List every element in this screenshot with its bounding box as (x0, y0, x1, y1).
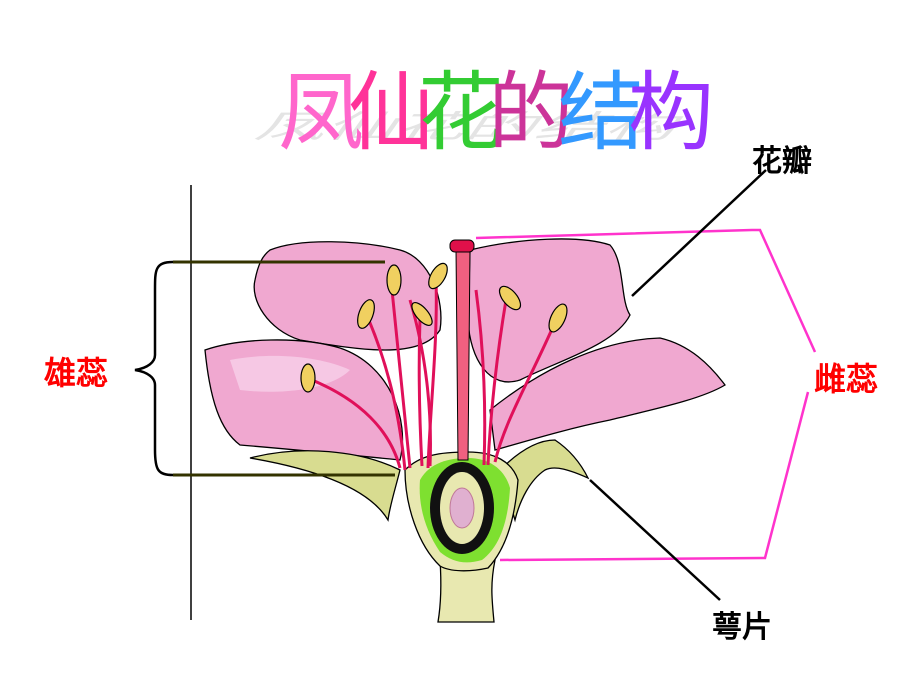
petal-upper-right (467, 238, 631, 383)
flower-stalk (437, 559, 496, 623)
title-char: 构 (628, 63, 714, 163)
stamen-bracket (134, 260, 395, 477)
ovule (449, 487, 475, 529)
filaments (311, 279, 558, 471)
pistil-style (455, 247, 471, 461)
sepal-left (249, 450, 401, 522)
label-petal: 花瓣 (752, 144, 812, 179)
title-char: 仙 (348, 63, 434, 163)
label-stamen: 雄蕊 (44, 354, 109, 392)
sepal-pointer (589, 479, 721, 601)
title-char: 花 (418, 63, 504, 163)
anthers (300, 262, 568, 393)
diagram-title: 凤 仙 花 的 结 构 凤 仙 花 的 结 构 (248, 58, 714, 168)
petal-lower-right (489, 337, 726, 451)
title-char: 凤 (278, 63, 364, 163)
pistil-stigma (449, 239, 475, 253)
petal-pointer (631, 169, 767, 297)
sepal-right (499, 439, 590, 523)
title-char: 结 (558, 63, 644, 163)
label-sepal: 萼片 (712, 610, 772, 645)
label-pistil: 雌蕊 (814, 360, 879, 398)
petal-upper-left (253, 241, 442, 351)
title-char: 的 (488, 63, 574, 163)
pistil-bracket (475, 228, 817, 562)
